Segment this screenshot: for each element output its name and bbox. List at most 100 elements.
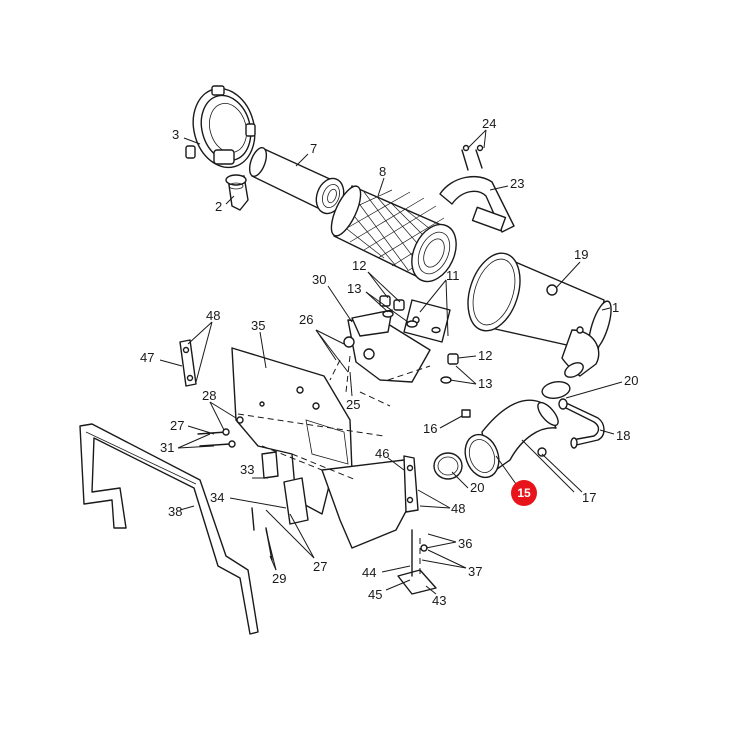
- callout-1: 1: [601, 300, 619, 315]
- svg-text:12: 12: [352, 258, 366, 273]
- callout-13b: 13: [449, 365, 492, 391]
- svg-text:36: 36: [458, 536, 472, 551]
- part-38-guard-rail[interactable]: [79, 423, 259, 635]
- callout-20a: 20: [565, 373, 638, 399]
- svg-text:13: 13: [347, 281, 361, 296]
- callout-29: 29: [265, 529, 286, 586]
- callout-27a: 27: [170, 418, 215, 435]
- callout-11: 11: [419, 268, 460, 337]
- svg-text:45: 45: [368, 587, 382, 602]
- svg-text:37: 37: [468, 564, 482, 579]
- svg-text:29: 29: [272, 571, 286, 586]
- callout-48a: 48: [187, 308, 220, 383]
- svg-text:25: 25: [346, 397, 360, 412]
- svg-text:46: 46: [375, 446, 389, 461]
- callout-12b: 12: [457, 348, 492, 363]
- callout-28: 28: [202, 388, 237, 431]
- svg-text:17: 17: [582, 490, 596, 505]
- part-15-elbow[interactable]: [459, 399, 561, 482]
- part-3-end-cap[interactable]: [185, 82, 264, 175]
- svg-text:31: 31: [160, 440, 174, 455]
- callout-13a: 13: [347, 281, 409, 323]
- callout-8: 8: [377, 164, 386, 197]
- svg-text:34: 34: [210, 490, 224, 505]
- callout-3: 3: [172, 127, 201, 145]
- callout-7: 7: [295, 141, 317, 167]
- part-2-valve[interactable]: [225, 174, 249, 211]
- callout-33: 33: [240, 462, 268, 479]
- svg-text:11: 11: [446, 268, 460, 283]
- svg-text:43: 43: [432, 593, 446, 608]
- callout-35: 35: [251, 318, 267, 369]
- svg-text:44: 44: [362, 565, 376, 580]
- callout-19: 19: [555, 247, 588, 289]
- svg-text:19: 19: [574, 247, 588, 262]
- callout-24: 24: [467, 116, 496, 149]
- part-20-clamps[interactable]: [433, 380, 571, 480]
- callout-20b: 20: [451, 471, 484, 495]
- part-28-31-bolts[interactable]: [197, 416, 244, 448]
- part-1-air-cleaner-housing[interactable]: [459, 247, 616, 381]
- callout-16: 16: [423, 415, 463, 436]
- callout-31: 31: [160, 433, 215, 455]
- callout-25: 25: [346, 371, 360, 412]
- part-47-bracket[interactable]: [179, 339, 197, 387]
- part-30-bracket[interactable]: [343, 299, 451, 383]
- part-46-bracket[interactable]: [321, 455, 419, 549]
- callout-26: 26: [299, 312, 349, 373]
- part-17-fitting[interactable]: [537, 447, 547, 457]
- svg-text:12: 12: [478, 348, 492, 363]
- part-7-inner-filter[interactable]: [246, 146, 348, 218]
- callout-23: 23: [489, 176, 524, 191]
- part-8-outer-filter[interactable]: [326, 182, 465, 288]
- svg-text:27: 27: [313, 559, 327, 574]
- callout-27b: 27: [265, 509, 327, 574]
- svg-text:1: 1: [612, 300, 619, 315]
- callout-44: 44: [362, 565, 411, 580]
- svg-text:20: 20: [470, 480, 484, 495]
- svg-text:20: 20: [624, 373, 638, 388]
- part-12-13-nuts-lower[interactable]: [431, 326, 459, 384]
- svg-text:26: 26: [299, 312, 313, 327]
- svg-text:30: 30: [312, 272, 326, 287]
- callout-34: 34: [210, 490, 287, 509]
- svg-text:47: 47: [140, 350, 154, 365]
- callout-48b: 48: [417, 489, 465, 516]
- callout-17: 17: [521, 439, 596, 505]
- callout-12a: 12: [352, 258, 401, 303]
- part-43-clip[interactable]: [397, 529, 437, 595]
- svg-text:16: 16: [423, 421, 437, 436]
- callout-46: 46: [375, 446, 405, 471]
- callout-15-highlight[interactable]: 15: [495, 455, 537, 506]
- svg-text:27: 27: [170, 418, 184, 433]
- svg-text:18: 18: [616, 428, 630, 443]
- callout-37: 37: [421, 549, 482, 579]
- svg-text:3: 3: [172, 127, 179, 142]
- svg-text:35: 35: [251, 318, 265, 333]
- svg-text:33: 33: [240, 462, 254, 477]
- svg-text:48: 48: [451, 501, 465, 516]
- svg-text:8: 8: [379, 164, 386, 179]
- svg-text:15: 15: [517, 486, 531, 500]
- svg-text:13: 13: [478, 376, 492, 391]
- callout-30: 30: [312, 272, 353, 323]
- svg-text:38: 38: [168, 504, 182, 519]
- part-23-strap[interactable]: [439, 175, 515, 233]
- svg-text:23: 23: [510, 176, 524, 191]
- svg-text:7: 7: [310, 141, 317, 156]
- callout-2: 2: [215, 195, 235, 214]
- svg-text:48: 48: [206, 308, 220, 323]
- svg-text:24: 24: [482, 116, 496, 131]
- svg-text:28: 28: [202, 388, 216, 403]
- highlight-badge[interactable]: [511, 480, 537, 506]
- svg-text:2: 2: [215, 199, 222, 214]
- part-24-screws[interactable]: [461, 144, 484, 171]
- callout-18: 18: [599, 428, 630, 443]
- callout-38: 38: [168, 504, 195, 519]
- callout-45: 45: [368, 579, 411, 602]
- part-34-bracket[interactable]: [251, 451, 309, 561]
- callout-36: 36: [425, 533, 472, 551]
- callout-47: 47: [140, 350, 183, 367]
- part-18-tube[interactable]: [558, 398, 605, 449]
